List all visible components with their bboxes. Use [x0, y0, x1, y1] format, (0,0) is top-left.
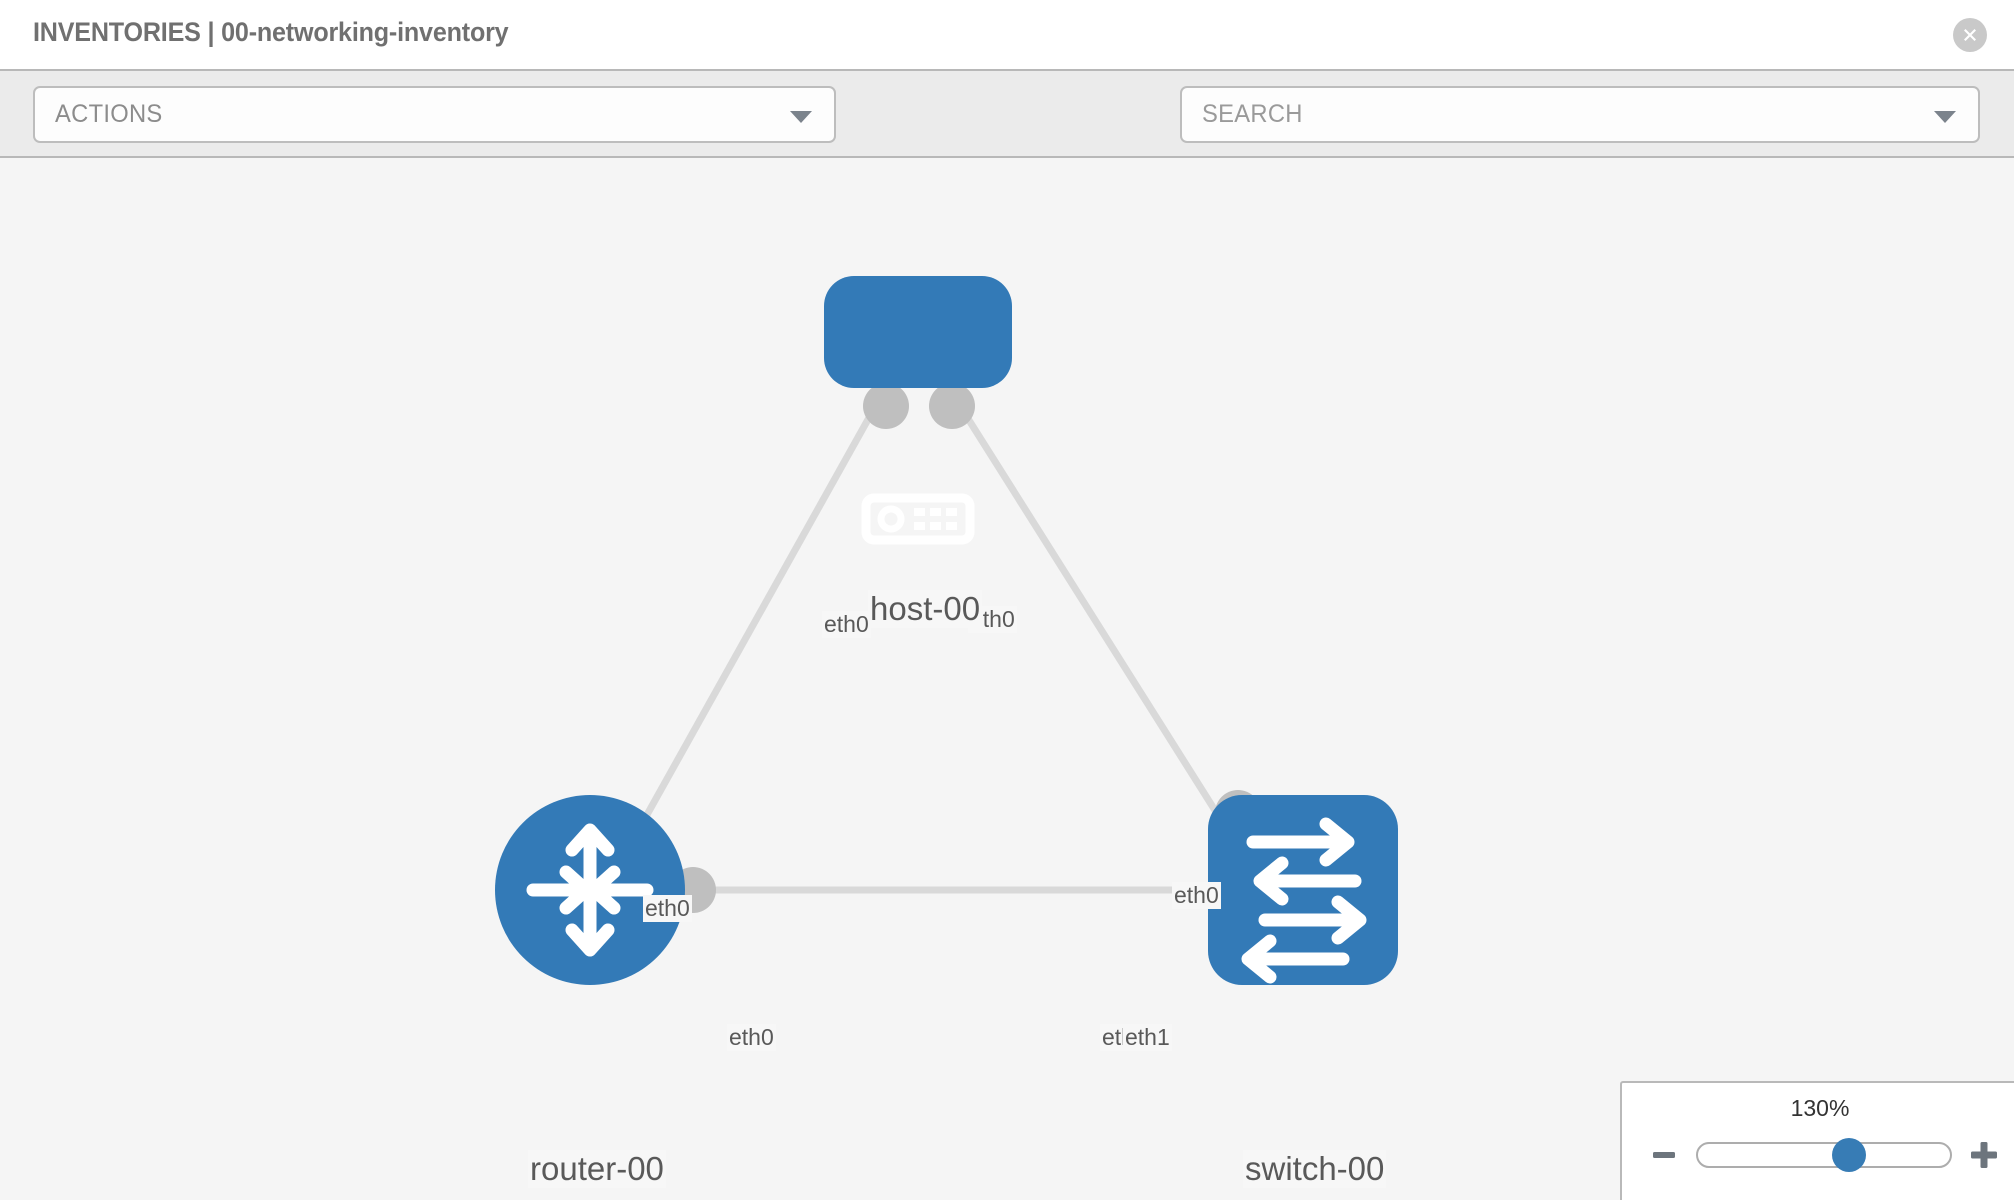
topology-canvas[interactable]: eth0 eth0 host-00 eth0 eth0 eth0 eth eth…	[0, 158, 2014, 1200]
interface-label: eth1	[1123, 1024, 1172, 1051]
node-router-00	[495, 795, 685, 985]
node-label-router: router-00	[528, 1150, 666, 1188]
node-host-00	[824, 276, 1012, 545]
zoom-level-label: 130%	[1790, 1095, 1850, 1121]
search-input[interactable]: SEARCH	[1180, 86, 1980, 143]
topology-ports	[670, 383, 1261, 913]
port-handle	[863, 383, 909, 429]
node-switch-00	[1208, 795, 1398, 985]
zoom-slider-thumb[interactable]	[1832, 1138, 1867, 1172]
toolbar: ACTIONS SEARCH	[0, 69, 2014, 201]
zoom-control-panel: 130%	[1620, 1081, 2014, 1200]
search-placeholder: SEARCH	[1202, 100, 1303, 128]
link-host-router	[616, 396, 884, 865]
minus-icon[interactable]	[1644, 1135, 1684, 1175]
port-handle	[929, 383, 975, 429]
close-icon[interactable]	[1953, 18, 1987, 52]
chevron-down-icon	[1934, 110, 1956, 123]
server-icon	[861, 493, 975, 545]
chevron-down-icon	[790, 110, 812, 123]
actions-dropdown-label: ACTIONS	[55, 100, 163, 128]
switch-arrows-icon	[1241, 817, 1367, 984]
interface-label: eth0	[822, 611, 871, 638]
router-arrows-icon	[526, 823, 654, 957]
link-host-switch	[952, 396, 1248, 860]
interface-label: eth0	[643, 895, 692, 922]
interface-label: eth0	[1172, 882, 1221, 909]
zoom-slider[interactable]	[1696, 1138, 1952, 1172]
node-label-host: host-00	[868, 590, 983, 628]
actions-dropdown[interactable]: ACTIONS	[33, 86, 836, 143]
topology-links	[616, 396, 1248, 894]
node-label-switch: switch-00	[1243, 1150, 1387, 1188]
page-header: INVENTORIES | 00-networking-inventory	[0, 0, 2014, 69]
plus-icon[interactable]	[1964, 1135, 2004, 1175]
page-title: INVENTORIES | 00-networking-inventory	[33, 17, 509, 47]
interface-label: eth0	[727, 1024, 776, 1051]
